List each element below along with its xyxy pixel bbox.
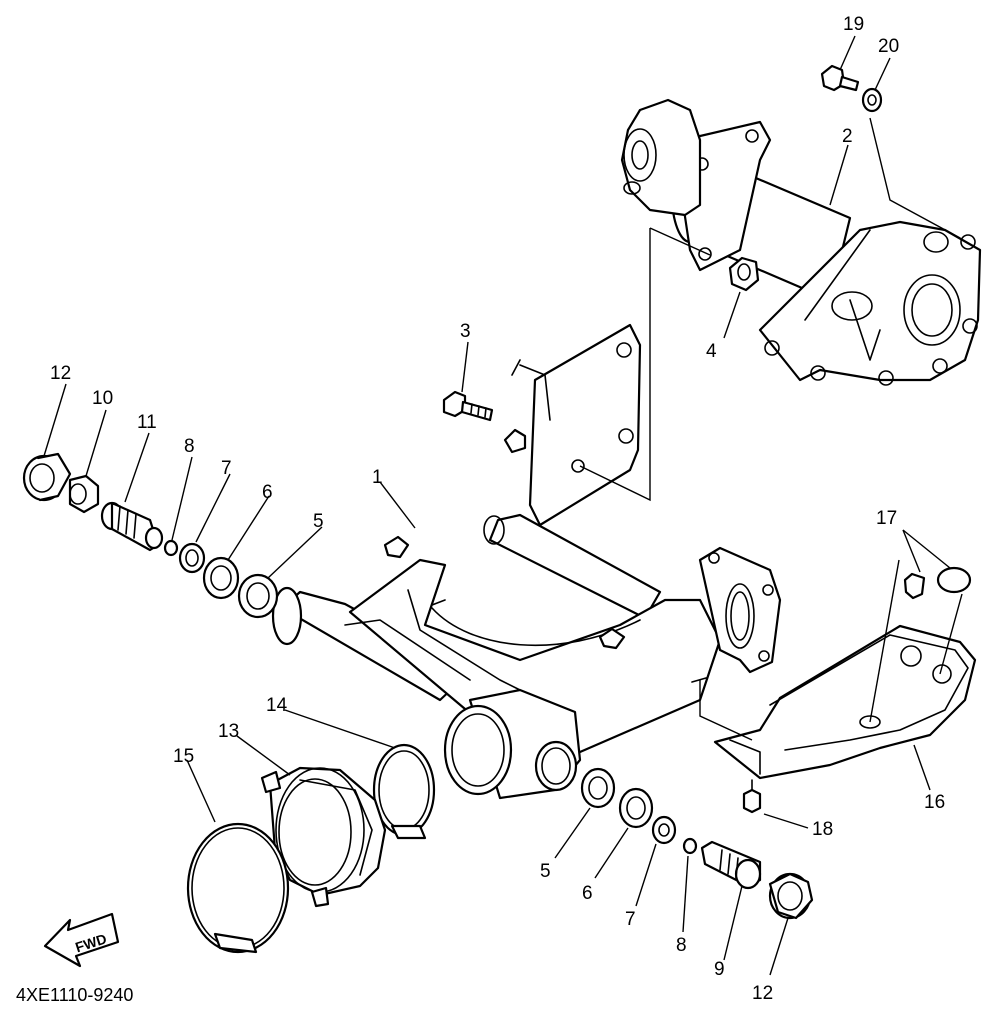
- callout-8-right: 8: [676, 935, 687, 956]
- callouts: 19 20 2 3 4 12 10 11 8 7 6 5 1 17 14 13 …: [50, 14, 945, 1004]
- callout-19: 19: [843, 14, 864, 35]
- callout-17: 17: [876, 508, 897, 529]
- callout-10: 10: [92, 388, 113, 409]
- part-11-shaft: [100, 501, 164, 552]
- part-9-pivot-bolt: [700, 840, 762, 890]
- callout-7-right: 7: [625, 909, 636, 930]
- callout-13: 13: [218, 721, 239, 742]
- callout-12-right: 12: [752, 983, 773, 1004]
- part-8-oring-right: [682, 837, 698, 855]
- part-7-washer-right: [651, 815, 677, 845]
- callout-1: 1: [372, 467, 383, 488]
- callout-6-right: 6: [582, 883, 593, 904]
- part-6-seal-right: [618, 787, 654, 829]
- callout-9: 9: [714, 959, 725, 980]
- part-17-caps: [903, 566, 972, 600]
- part-3-bolt-and-plate: [442, 323, 642, 527]
- callout-12-left: 12: [50, 363, 71, 384]
- part-18-bolt: [742, 779, 762, 814]
- fwd-arrow-icon: FWD: [43, 912, 120, 968]
- part-14-clamp: [372, 743, 436, 840]
- callout-6-left: 6: [262, 482, 273, 503]
- part-1-swingarm: [271, 513, 782, 800]
- part-15-band: [186, 822, 290, 954]
- part-6-seal-left: [202, 556, 240, 600]
- callout-18: 18: [812, 819, 833, 840]
- part-5-bearing-left: [237, 573, 279, 619]
- callout-20: 20: [878, 36, 899, 57]
- callout-14: 14: [266, 695, 288, 716]
- callout-5-left: 5: [313, 511, 324, 532]
- part-2-frame-bracket: [620, 98, 982, 386]
- part-5-bearing-right: [580, 767, 616, 809]
- part-13-boot: [260, 766, 387, 908]
- callout-5-right: 5: [540, 861, 551, 882]
- drawing-code: 4XE1110-9240: [16, 985, 133, 1005]
- callout-11: 11: [137, 412, 157, 433]
- callout-4: 4: [706, 341, 717, 362]
- callout-15: 15: [173, 746, 194, 767]
- callout-7-left: 7: [221, 458, 232, 479]
- part-8-oring-left: [163, 539, 179, 557]
- part-19-bolt: [820, 64, 860, 92]
- part-4-nut: [728, 256, 760, 292]
- callout-2: 2: [842, 126, 853, 147]
- part-7-washer-left: [178, 542, 206, 574]
- part-20-washer: [861, 87, 883, 113]
- callout-8-left: 8: [184, 436, 195, 457]
- part-10-collar: [68, 474, 100, 514]
- leader-lines: [43, 35, 963, 976]
- callout-3: 3: [460, 321, 471, 342]
- part-12-cap-left: [22, 452, 72, 502]
- part-12-cap-right: [768, 872, 814, 920]
- callout-16: 16: [924, 792, 945, 813]
